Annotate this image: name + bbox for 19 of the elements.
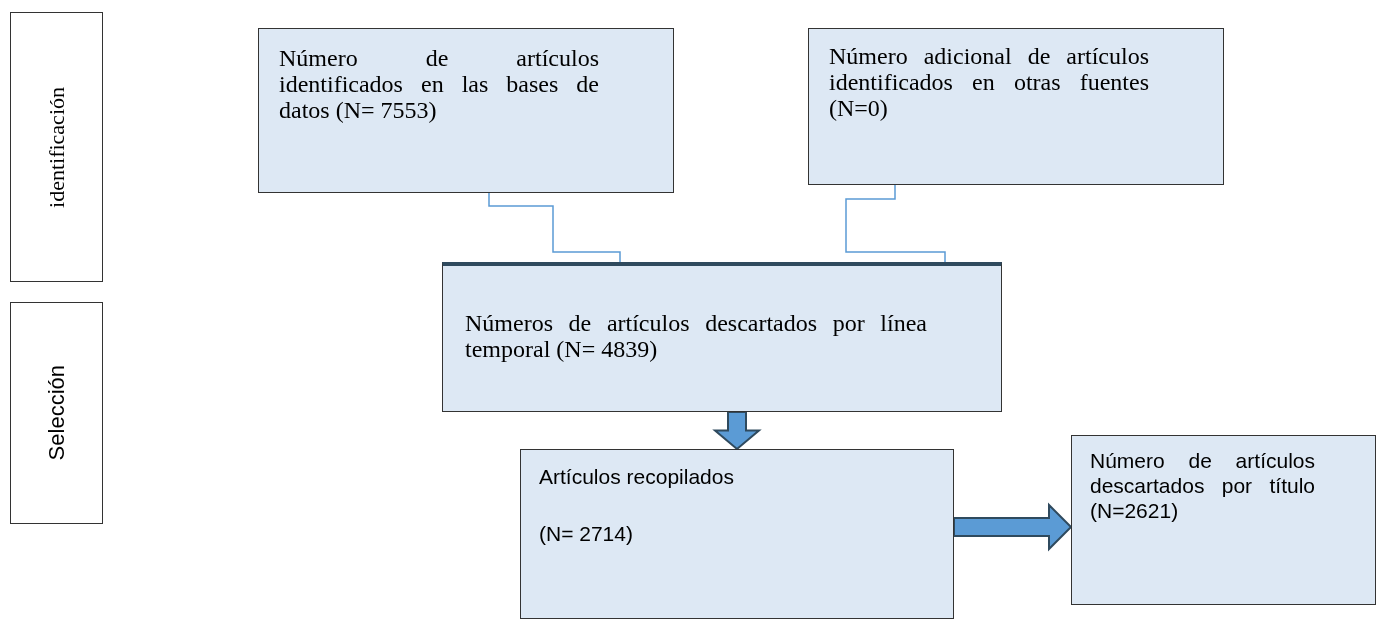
box-text: Artículos recopilados: [539, 464, 735, 489]
stage-label-box: [10, 12, 103, 282]
connector-line: [488, 192, 621, 263]
process-box: [1071, 435, 1376, 605]
box-text: Número adicional de artículos identificados en otras fuentes (N=0): [829, 43, 1149, 121]
process-box: [520, 449, 954, 619]
stage-label: identificación: [43, 86, 70, 208]
box-text: Número de artículos descartados por título (N=2621): [1090, 448, 1315, 523]
stage-label-box: [10, 302, 103, 524]
process-box: [442, 262, 1002, 412]
process-box: [808, 28, 1224, 185]
block-arrow: [712, 411, 762, 451]
process-box: [258, 28, 674, 193]
box-text: (N= 2714): [539, 521, 634, 546]
block-arrow: [953, 502, 1073, 552]
connector-line: [845, 184, 946, 263]
stage-label: Selección: [44, 365, 69, 461]
box-text: Número de artículos identificados en las bases de datos (N= 7553): [279, 45, 599, 123]
box-text: Números de artículos descartados por línea temporal (N= 4839): [465, 310, 927, 362]
